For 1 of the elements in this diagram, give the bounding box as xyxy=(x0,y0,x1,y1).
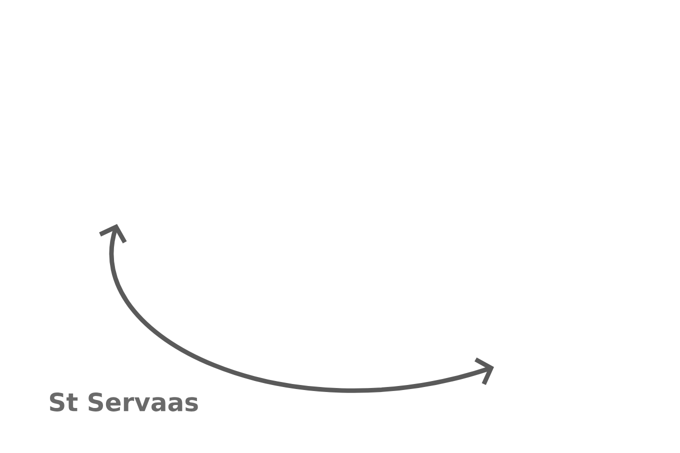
place-label: St Servaas xyxy=(50,392,198,412)
